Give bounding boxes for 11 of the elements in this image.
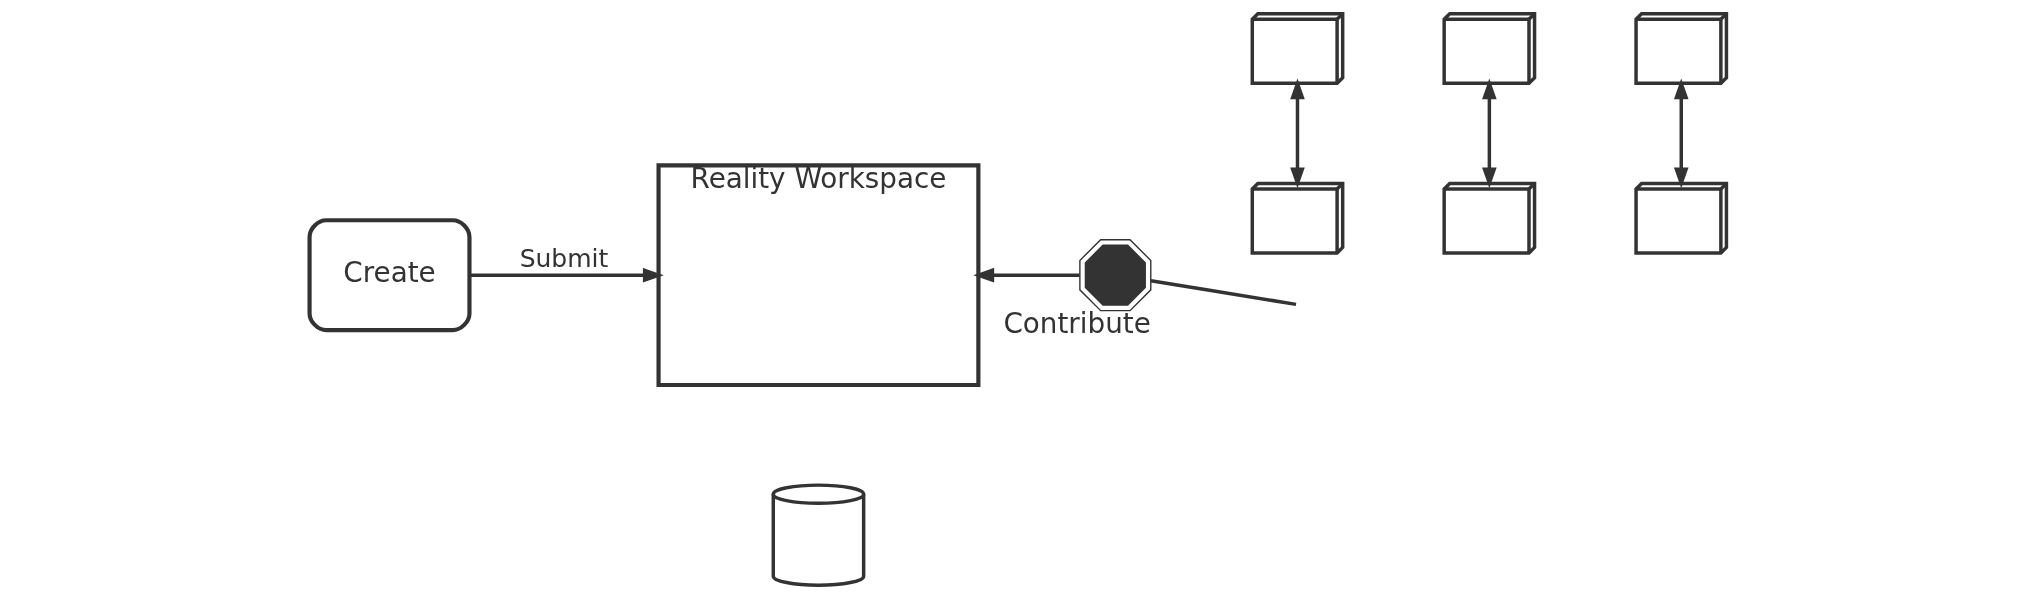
arrow	[469, 267, 664, 283]
arrow	[973, 267, 1080, 283]
node-gear	[1079, 239, 1152, 312]
node-box: Create	[307, 218, 472, 333]
node-label: Contribute	[1003, 306, 1151, 340]
arrow	[1673, 78, 1689, 189]
arrow	[1290, 78, 1305, 189]
edge-label: Submit	[519, 244, 609, 274]
arrow	[1482, 78, 1497, 189]
node-box: Reality Workspace	[656, 163, 981, 388]
connector	[1150, 279, 1297, 307]
